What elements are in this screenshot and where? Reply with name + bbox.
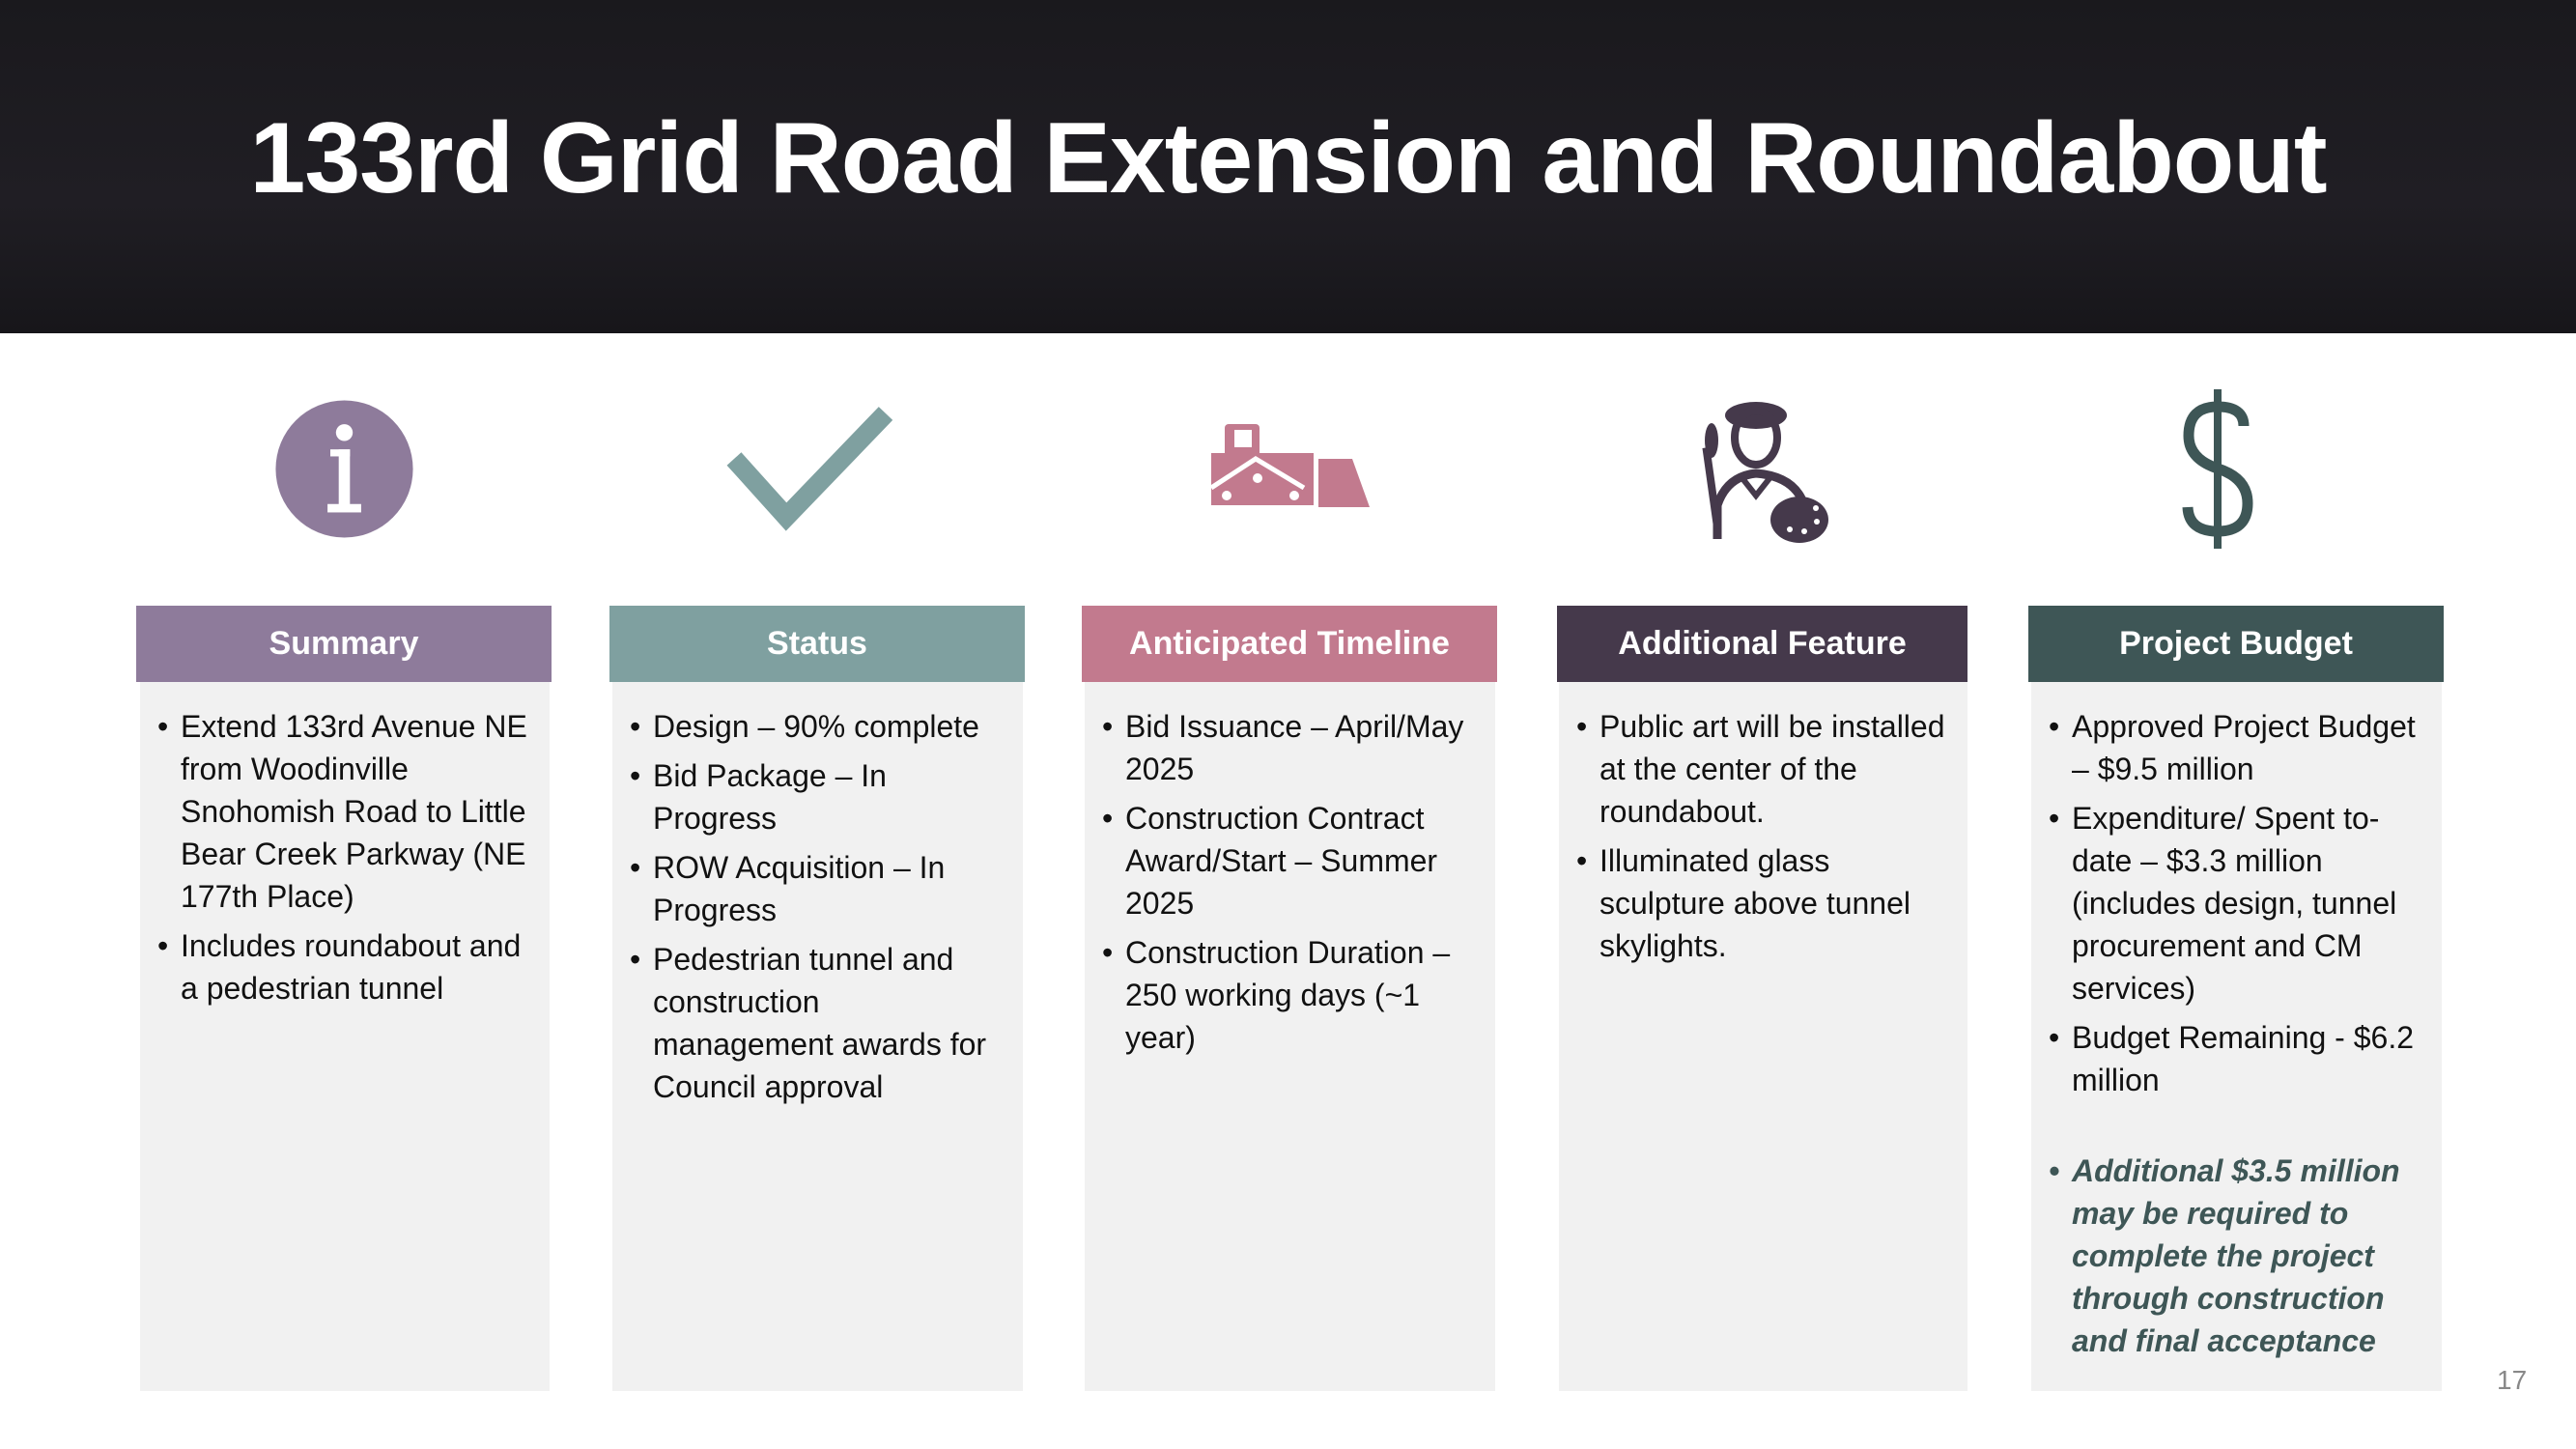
list-item: Approved Project Budget – $9.5 million [2049,705,2424,790]
title-banner: 133rd Grid Road Extension and Roundabout [0,0,2576,333]
dollar-icon [2131,386,2305,551]
list-item: Bid Package – In Progress [630,754,1005,839]
list-item: Construction Contract Award/Start – Summ… [1102,797,1478,924]
info-icon [257,386,431,551]
page-number: 17 [2497,1365,2528,1395]
artist-icon [1674,386,1848,551]
status-header: Status [609,606,1025,682]
budget-header: Project Budget [2028,606,2444,682]
summary-body: Extend 133rd Avenue NE from Woodinville … [140,682,550,1391]
timeline-header: Anticipated Timeline [1082,606,1497,682]
list-item: Construction Duration – 250 working days… [1102,931,1478,1059]
status-body: Design – 90% complete Bid Package – In P… [612,682,1023,1391]
summary-header: Summary [136,606,552,682]
feature-body: Public art will be installed at the cent… [1559,682,1967,1391]
list-item: Extend 133rd Avenue NE from Woodinville … [157,705,532,918]
list-item: Budget Remaining - $6.2 million [2049,1016,2424,1101]
checkmark-icon [723,386,897,551]
timeline-body: Bid Issuance – April/May 2025 Constructi… [1085,682,1495,1391]
list-item: Illuminated glass sculpture above tunnel… [1576,839,1950,967]
list-item: Public art will be installed at the cent… [1576,705,1950,833]
list-item: Design – 90% complete [630,705,1005,748]
budget-note: Additional $3.5 million may be required … [2049,1150,2424,1362]
feature-header: Additional Feature [1557,606,1967,682]
list-item: Includes roundabout and a pedestrian tun… [157,924,532,1009]
budget-body: Approved Project Budget – $9.5 million E… [2031,682,2442,1391]
bulldozer-icon [1203,386,1376,551]
list-item: ROW Acquisition – In Progress [630,846,1005,931]
list-item: Expenditure/ Spent to-date – $3.3 millio… [2049,797,2424,1009]
list-item: Bid Issuance – April/May 2025 [1102,705,1478,790]
list-item: Pedestrian tunnel and construction manag… [630,938,1005,1108]
slide-title: 133rd Grid Road Extension and Roundabout [249,102,2328,214]
